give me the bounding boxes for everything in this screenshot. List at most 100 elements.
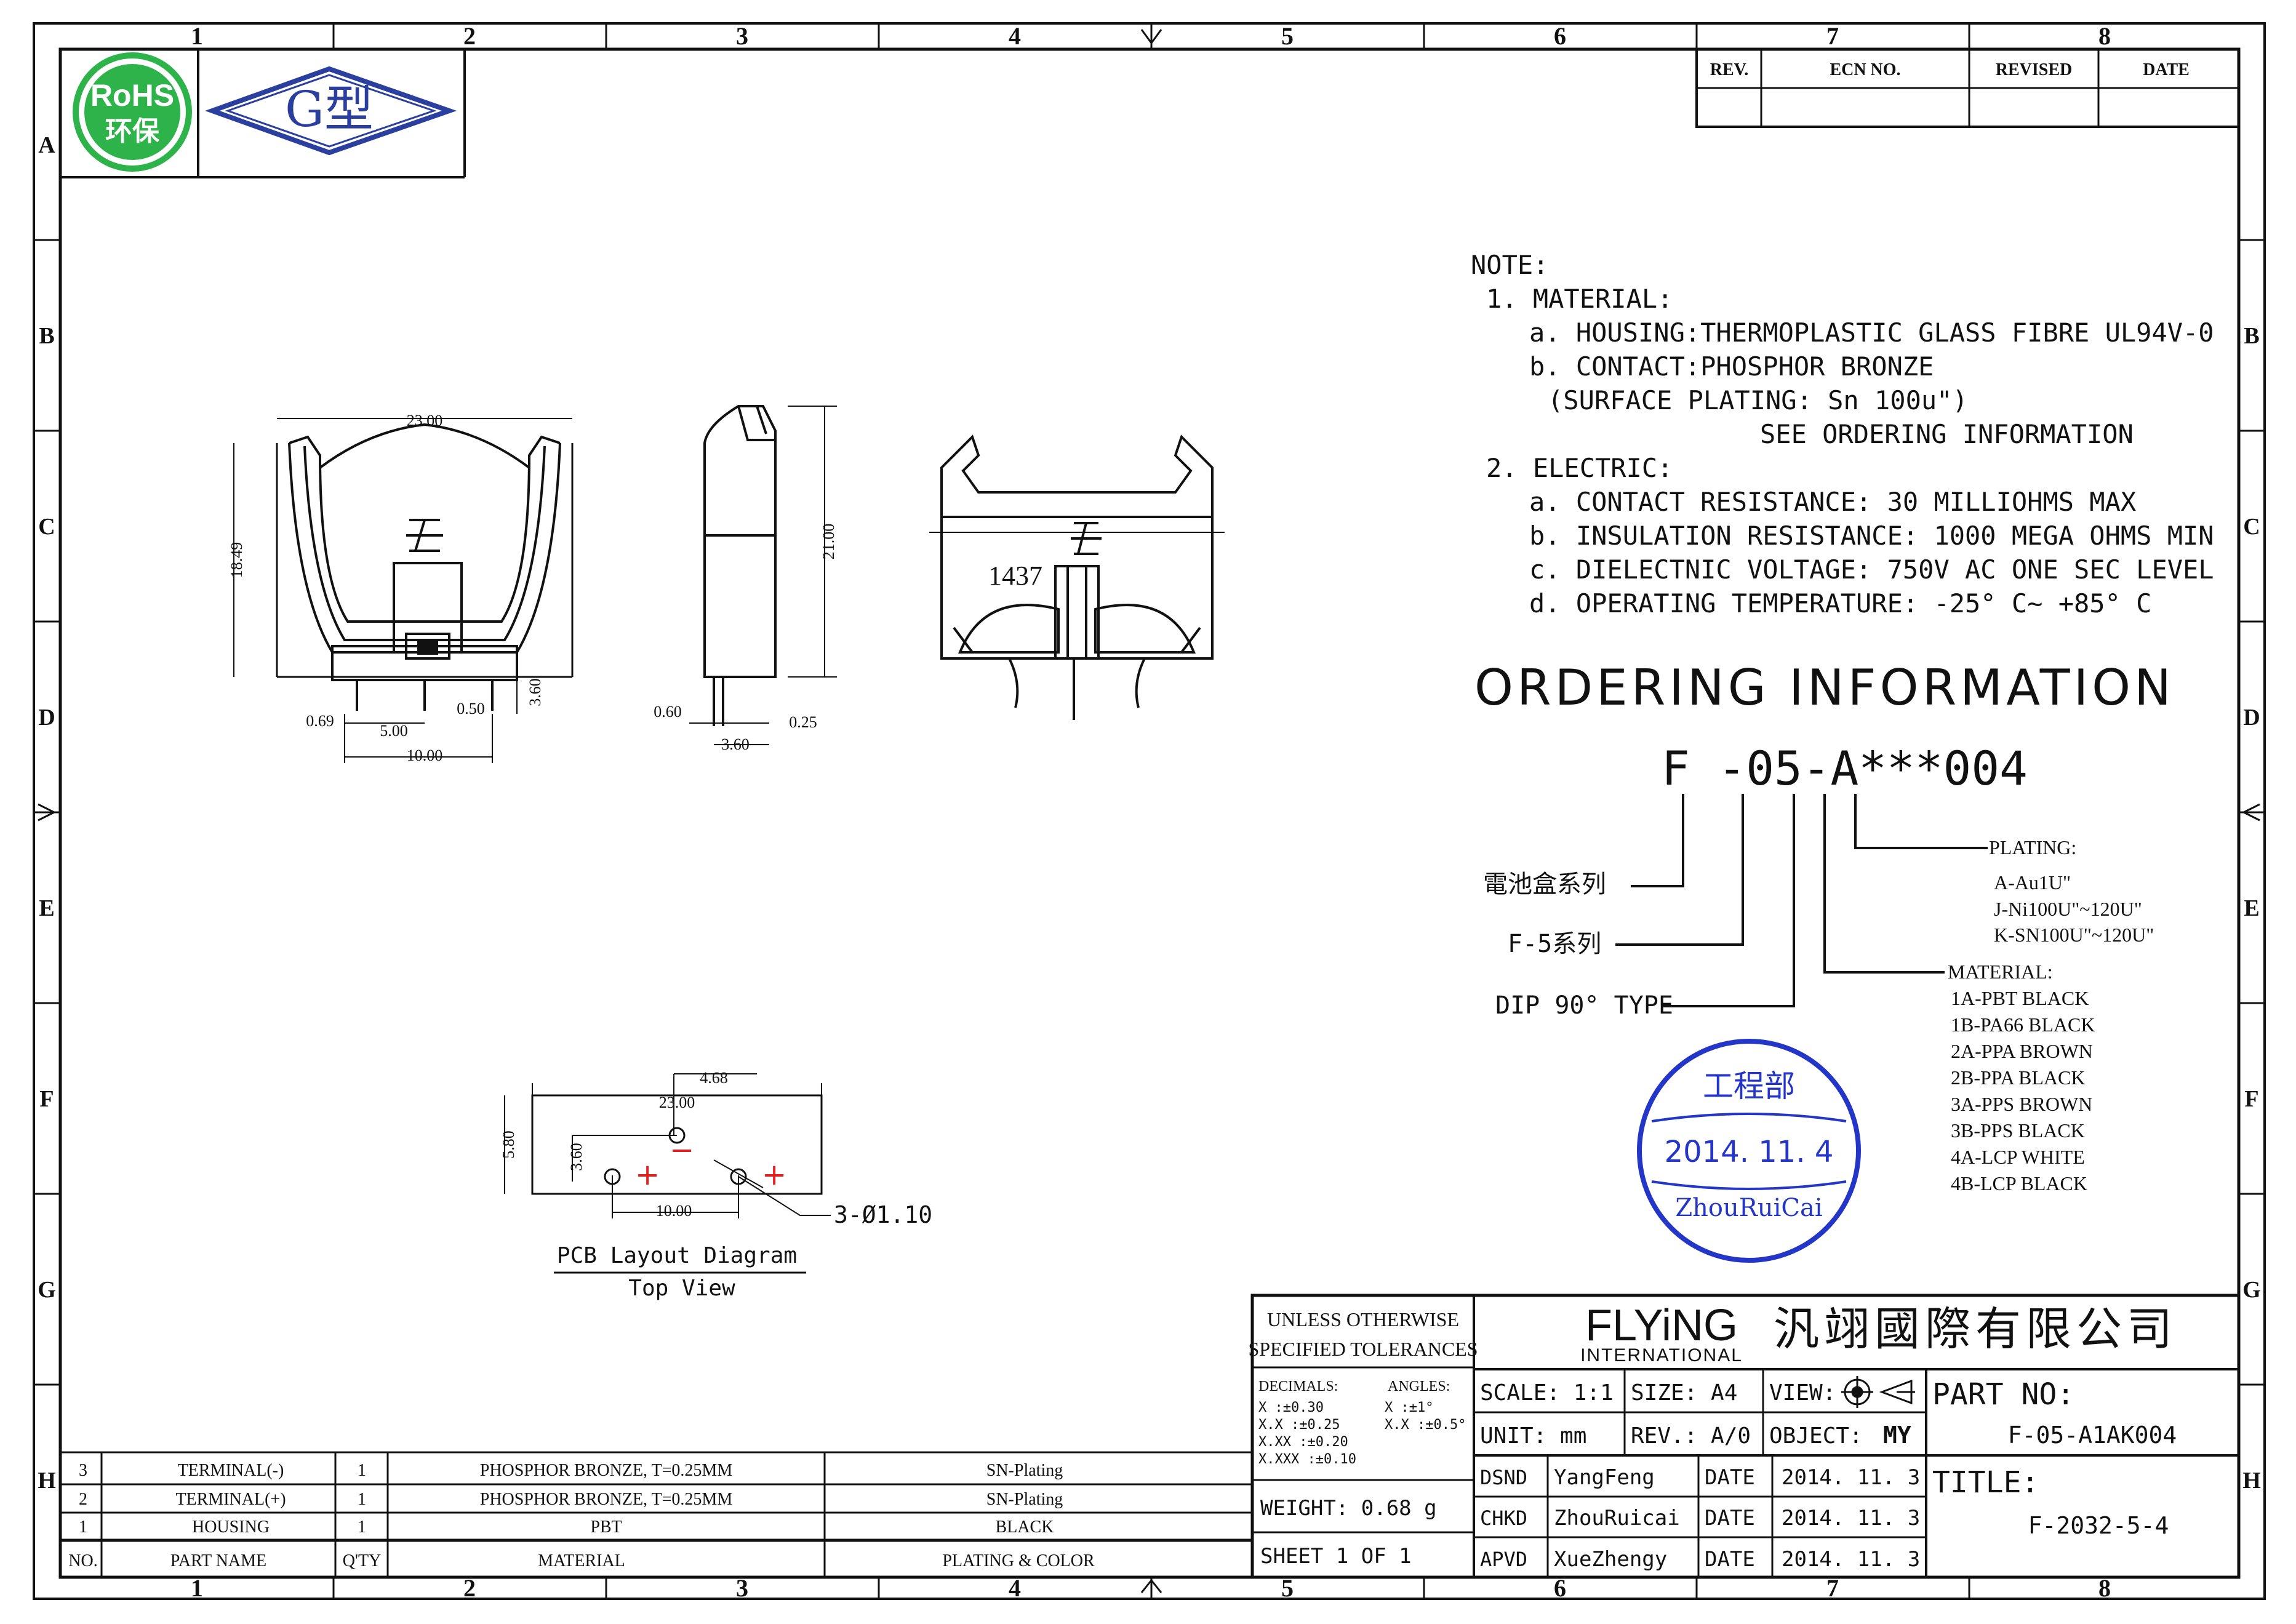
dim-side-tail: 0.25 xyxy=(789,713,817,731)
bom-cell: PHOSPHOR BRONZE, T=0.25MM xyxy=(480,1490,733,1509)
bom-cell: 1 xyxy=(358,1461,366,1480)
col-label: 3 xyxy=(736,22,748,50)
bom-cell: 1 xyxy=(358,1518,366,1537)
ecn-header: ECN NO. xyxy=(1830,60,1900,79)
row-label: F xyxy=(39,1086,54,1112)
dim-pcb-height: 5.80 xyxy=(500,1130,518,1159)
top-view-drawing xyxy=(929,434,1225,720)
bom-rows: 3 TERMINAL(-) 1 PHOSPHOR BRONZE, T=0.25M… xyxy=(68,1461,1095,1570)
bom-header: Q'TY xyxy=(343,1551,382,1570)
scale: SCALE: 1:1 xyxy=(1480,1380,1614,1406)
note-line: a. HOUSING:THERMOPLASTIC GLASS FIBRE UL9… xyxy=(1529,318,2214,348)
pcb-title: PCB Layout Diagram xyxy=(557,1243,797,1268)
tol-value: X.X :±0.25 xyxy=(1258,1417,1340,1433)
company-logo: FLYiNG xyxy=(1585,1301,1738,1350)
material-option: 1B-PA66 BLACK xyxy=(1951,1014,2095,1036)
note-line: d. OPERATING TEMPERATURE: -25° C~ +85° C xyxy=(1529,588,2151,618)
bom-header: MATERIAL xyxy=(538,1551,625,1570)
weight: WEIGHT: 0.68 g xyxy=(1260,1496,1437,1521)
row-label: H xyxy=(2242,1468,2261,1494)
ordering-title: ORDERING INFORMATION xyxy=(1474,659,2175,716)
side-view-dimensions: 21.00 0.60 0.25 3.60 xyxy=(654,524,838,753)
date-header: DATE xyxy=(2143,60,2190,79)
col-label: 4 xyxy=(1009,1574,1021,1602)
row-labels-right: B C D E F G H xyxy=(2242,323,2261,1494)
col-label: 5 xyxy=(1281,1574,1294,1602)
column-labels-bottom: 1 2 3 4 5 6 7 8 xyxy=(191,1574,2111,1602)
plating-option: A-Au1U" xyxy=(1994,871,2071,894)
row-label: G xyxy=(2242,1277,2261,1303)
ang-value: X :±1° xyxy=(1385,1400,1433,1415)
ang-value: X.X :±0.5° xyxy=(1385,1417,1466,1433)
row-label: A xyxy=(38,132,55,158)
front-view-drawing xyxy=(233,418,574,763)
signoff-rows: DSND YangFeng DATE 2014. 11. 3 CHKD Zhou… xyxy=(1480,1465,1920,1572)
drawing-title: F-2032-5-4 xyxy=(2028,1512,2169,1539)
tol-label: DECIMALS: xyxy=(1258,1378,1338,1394)
material-title: MATERIAL: xyxy=(1948,961,2053,983)
view-label: VIEW: xyxy=(1769,1380,1836,1406)
note-line: (SURFACE PLATING: Sn 100u") xyxy=(1548,385,1968,415)
tol-value: X.XXX :±0.10 xyxy=(1258,1452,1356,1467)
rev: REV.: A/0 xyxy=(1631,1423,1751,1449)
col-label: 5 xyxy=(1281,22,1294,50)
row-label: E xyxy=(2244,895,2259,921)
dim-pcb-width: 23.00 xyxy=(659,1094,695,1111)
logo-box xyxy=(60,49,466,178)
pcb-dimensions: 4.68 23.00 5.80 3.60 10.00 3-Ø1.10 PCB L… xyxy=(500,1069,932,1301)
sign-role: CHKD xyxy=(1480,1506,1527,1530)
bom-header: NO. xyxy=(68,1551,97,1570)
col-label: 3 xyxy=(736,1574,748,1602)
sign-date: 2014. 11. 3 xyxy=(1782,1506,1920,1530)
sign-date: 2014. 11. 3 xyxy=(1782,1465,1920,1490)
note-line: 1. MATERIAL: xyxy=(1486,284,1673,314)
plating-title: PLATING: xyxy=(1989,836,2076,858)
revision-table: REV. ECN NO. REVISED DATE xyxy=(1695,48,2240,128)
sheet-number: SHEET 1 OF 1 xyxy=(1260,1544,1412,1569)
row-label: H xyxy=(38,1468,56,1494)
bom-cell: 2 xyxy=(79,1490,87,1509)
bom-cell: PBT xyxy=(590,1518,622,1537)
dim-pcb-pitch: 10.00 xyxy=(656,1202,692,1220)
bom-cell: 1 xyxy=(79,1518,87,1537)
dim-width: 23.00 xyxy=(407,412,443,430)
sign-date-label: DATE xyxy=(1705,1547,1755,1572)
tol-value: X :±0.30 xyxy=(1258,1400,1324,1415)
title-label: TITLE: xyxy=(1932,1465,2039,1500)
row-label: B xyxy=(2244,323,2259,349)
tol-header: UNLESS OTHERWISE xyxy=(1267,1308,1459,1330)
sign-date-label: DATE xyxy=(1705,1465,1755,1490)
series-cn: 電池盒系列 xyxy=(1483,870,1606,898)
row-label: C xyxy=(2243,514,2260,540)
rohs-logo: RoHS 环保 xyxy=(73,52,192,172)
size: SIZE: A4 xyxy=(1631,1380,1737,1406)
plating-option: K-SN100U"~120U" xyxy=(1994,924,2154,946)
row-label: E xyxy=(39,895,54,921)
ordering-block: ORDERING INFORMATION F -05-A***004 電池盒系列… xyxy=(1474,659,2175,1194)
plating-option: J-Ni100U"~120U" xyxy=(1994,898,2142,920)
drawing-info: SCALE: 1:1 SIZE: A4 VIEW: UNIT: mm REV.:… xyxy=(1480,1376,2177,1539)
note-line: SEE ORDERING INFORMATION xyxy=(1760,419,2134,449)
company-sub: INTERNATIONAL xyxy=(1580,1345,1743,1366)
dim-side-height: 21.00 xyxy=(820,524,838,560)
dim-height: 18.49 xyxy=(228,542,246,578)
material-option: 3B-PPS BLACK xyxy=(1951,1119,2085,1142)
minus-marker: − xyxy=(670,1133,694,1167)
g-type-logo: G型 xyxy=(205,66,457,156)
material-option: 2B-PPA BLACK xyxy=(1951,1066,2085,1089)
dim-side-pin-thk: 0.60 xyxy=(654,703,682,721)
row-label: G xyxy=(38,1277,56,1303)
part-no: F-05-A1AK004 xyxy=(2008,1422,2177,1449)
col-label: 6 xyxy=(1554,22,1566,50)
dim-pcb-offset: 4.68 xyxy=(700,1069,728,1087)
col-label: 7 xyxy=(1826,22,1839,50)
sign-name: YangFeng xyxy=(1554,1465,1655,1490)
dip-type: DIP 90° TYPE xyxy=(1495,991,1673,1020)
note-line: c. DIELECTNIC VOLTAGE: 750V AC ONE SEC L… xyxy=(1529,554,2214,585)
col-label: 6 xyxy=(1554,1574,1566,1602)
side-view-drawing xyxy=(689,405,837,745)
dim-pcb-hole: 3-Ø1.10 xyxy=(834,1201,932,1228)
front-view-dimensions: 23.00 18.49 0.69 5.00 0.50 3.60 10.00 xyxy=(228,412,544,764)
dim-pin-left: 0.69 xyxy=(306,712,334,730)
